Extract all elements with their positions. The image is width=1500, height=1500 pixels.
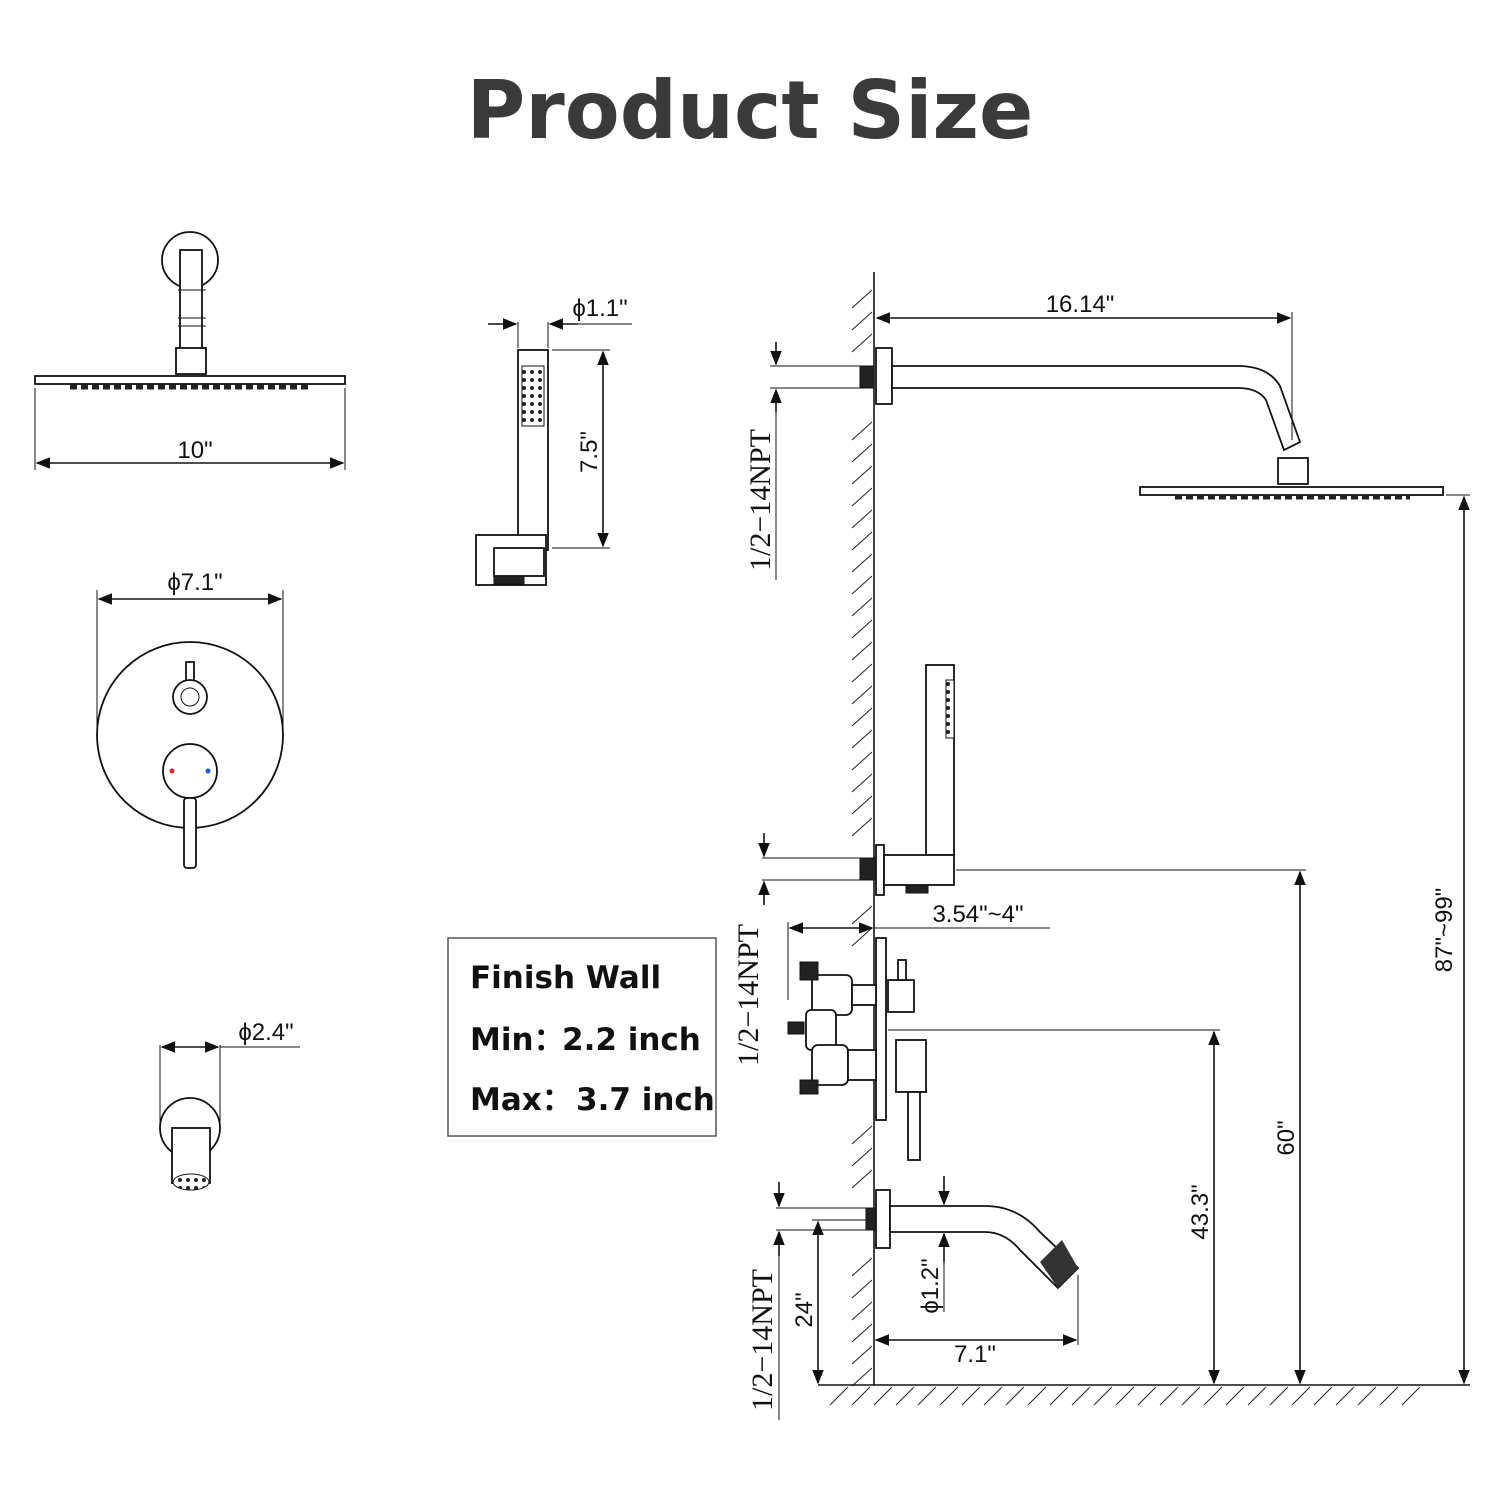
- floor-hatch-line: [939, 1386, 959, 1406]
- wall-hatch-line: [851, 1367, 873, 1387]
- wall-hatch-line: [851, 333, 873, 353]
- finish-wall-max-label: Max：: [470, 1082, 573, 1118]
- wall-hatch-line: [851, 1279, 873, 1299]
- wall-hatch-line: [851, 575, 873, 595]
- wall-hatch-line: [851, 927, 873, 947]
- finish-wall-min-label: Min：: [470, 1022, 565, 1058]
- floor-hatch-line: [895, 1386, 915, 1406]
- floor-hatch-line: [1049, 1386, 1069, 1406]
- wall-hatch-line: [851, 1147, 873, 1167]
- finish-wall-box: Finish Wall Min： 2.2 inch Max： 3.7 inch: [447, 937, 717, 1137]
- floor-hatch-line: [1159, 1386, 1179, 1406]
- wall-hatch-line: [851, 465, 873, 485]
- wall-hatch-line: [851, 619, 873, 639]
- floor-hatch-line: [1335, 1386, 1355, 1406]
- floor-hatch-line: [1313, 1386, 1333, 1406]
- wall-hatch-line: [851, 1345, 873, 1365]
- spray-face-icon: [521, 365, 545, 427]
- floor-hatch-line: [1203, 1386, 1223, 1406]
- wall-hatch-line: [851, 1125, 873, 1145]
- floor-hatch-line: [1137, 1386, 1157, 1406]
- floor-hatch-line: [1093, 1386, 1113, 1406]
- spout-diameter-label: ϕ1.2": [917, 1258, 944, 1313]
- floor-hatch-line: [1357, 1386, 1377, 1406]
- wall-hatch-line: [851, 1169, 873, 1189]
- spout-front-diameter-label: ϕ2.4": [238, 1019, 293, 1046]
- floor-hatch-line: [1115, 1386, 1135, 1406]
- wall-hatch-line: [851, 289, 873, 309]
- hand-shower-length-label: 7.5": [576, 431, 603, 473]
- floor-hatch-line: [829, 1386, 849, 1406]
- floor-hatch-line: [1225, 1386, 1245, 1406]
- floor-hatch: [829, 1386, 1421, 1406]
- spout-height-label: 24": [791, 1292, 818, 1327]
- finish-wall-min-value: 2.2 inch: [562, 1022, 701, 1058]
- wall-hatch-line: [851, 751, 873, 771]
- arm-length-label: 16.14": [1046, 291, 1115, 318]
- wall-hatch-line: [851, 421, 873, 441]
- wall-hatch-line: [851, 817, 873, 837]
- finish-wall-heading: Finish Wall: [470, 960, 661, 996]
- floor-hatch-line: [1291, 1386, 1311, 1406]
- wall-hatch-line: [851, 1301, 873, 1321]
- wall-hatch-line: [851, 729, 873, 749]
- floor-hatch-line: [873, 1386, 893, 1406]
- floor-hatch-line: [917, 1386, 937, 1406]
- wall-hatch-line: [851, 509, 873, 529]
- hand-shower-height-label: 60": [1273, 1120, 1300, 1155]
- shower-head-front-view: 10": [34, 231, 346, 470]
- wall-hatch-line: [851, 773, 873, 793]
- floor-hatch-line: [1401, 1386, 1421, 1406]
- wall-hatch-line: [851, 663, 873, 683]
- npt-top-label: 1/2−14NPT: [744, 429, 777, 571]
- floor-hatch-line: [851, 1386, 871, 1406]
- npt-bottom-label: 1/2−14NPT: [746, 1269, 779, 1411]
- floor-hatch-line: [1181, 1386, 1201, 1406]
- wall-hatch-line: [851, 1323, 873, 1343]
- floor-hatch-line: [1027, 1386, 1047, 1406]
- wall-hatch-line: [851, 1257, 873, 1277]
- page-title: Product Size: [467, 64, 1034, 157]
- npt-middle-label: 1/2−14NPT: [732, 924, 765, 1066]
- floor-hatch-line: [1247, 1386, 1267, 1406]
- valve-depth-label: 3.54"~4": [932, 901, 1023, 928]
- shower-head-height-label: 87"~99": [1431, 888, 1458, 972]
- wall-hatch: [851, 289, 873, 1387]
- wall-hatch-line: [851, 443, 873, 463]
- floor-hatch-line: [1071, 1386, 1091, 1406]
- installation-side-view: 16.14" 1/2−14NPT 87"~99" 60" 1/2−14NPT 3…: [732, 272, 1470, 1420]
- floor-hatch-line: [1269, 1386, 1289, 1406]
- wall-hatch-line: [851, 641, 873, 661]
- wall-hatch-line: [851, 707, 873, 727]
- floor-hatch-line: [1005, 1386, 1025, 1406]
- hand-shower-view: ϕ1.1" 7.5": [475, 295, 632, 586]
- wall-hatch-line: [851, 597, 873, 617]
- wall-hatch-line: [851, 531, 873, 551]
- wall-hatch-line: [851, 685, 873, 705]
- trim-plate-diameter-label: ϕ7.1": [167, 569, 222, 596]
- tub-spout-front-view: ϕ2.4": [159, 1019, 300, 1191]
- wall-hatch-line: [851, 311, 873, 331]
- cold-indicator-icon: [205, 768, 211, 774]
- floor-hatch-line: [961, 1386, 981, 1406]
- finish-wall-max-value: 3.7 inch: [576, 1082, 715, 1118]
- wall-hatch-line: [851, 795, 873, 815]
- shower-head-width-label: 10": [177, 437, 212, 464]
- floor-hatch-line: [983, 1386, 1003, 1406]
- wall-hatch-line: [851, 487, 873, 507]
- hand-shower-diameter-label: ϕ1.1": [572, 295, 627, 322]
- wall-hatch-line: [851, 553, 873, 573]
- valve-height-label: 43.3": [1187, 1184, 1214, 1239]
- hot-indicator-icon: [169, 768, 175, 774]
- spout-length-label: 7.1": [954, 1341, 996, 1368]
- valve-trim-plate-view: ϕ7.1": [96, 569, 284, 869]
- floor-hatch-line: [1379, 1386, 1399, 1406]
- wall-hatch-line: [851, 905, 873, 925]
